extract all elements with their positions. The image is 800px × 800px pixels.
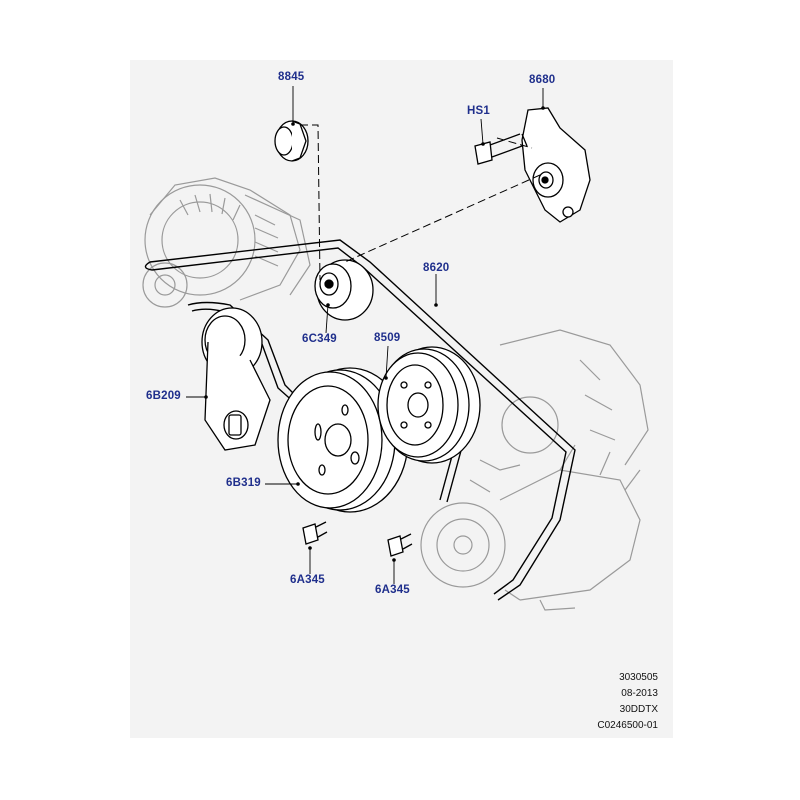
alignment-lines <box>300 124 541 281</box>
pulley-8509 <box>377 346 481 464</box>
ref-date: 08-2013 <box>621 688 658 699</box>
alternator-ghost <box>142 177 311 308</box>
callout-8620: 8620 <box>423 262 450 274</box>
ref-number: 3030505 <box>619 672 658 683</box>
bolt-right <box>387 533 413 557</box>
bolt-hs1 <box>474 133 528 165</box>
ref-engine-code: 30DDTX <box>619 704 658 715</box>
callout-6c349: 6C349 <box>302 333 337 345</box>
idler-cap <box>274 120 309 162</box>
belt-tensioner <box>201 307 271 451</box>
leader-lines <box>186 86 544 584</box>
leader-dots <box>204 106 545 562</box>
compressor-ghost <box>420 329 649 611</box>
ref-illustration-id: C0246500-01 <box>597 720 658 731</box>
bolt-left <box>302 521 328 545</box>
callout-8845: 8845 <box>278 71 305 83</box>
idler-pulley <box>314 259 374 321</box>
callout-8680: 8680 <box>529 74 556 86</box>
callout-6b209: 6B209 <box>146 390 181 402</box>
crankshaft-pulley <box>277 367 409 513</box>
callout-6b319: 6B319 <box>226 477 261 489</box>
callout-6a345-left: 6A345 <box>290 574 325 586</box>
tensioner-bracket <box>521 107 591 223</box>
callout-8509: 8509 <box>374 332 401 344</box>
callout-hs1: HS1 <box>467 105 490 117</box>
callout-6a345-right: 6A345 <box>375 584 410 596</box>
